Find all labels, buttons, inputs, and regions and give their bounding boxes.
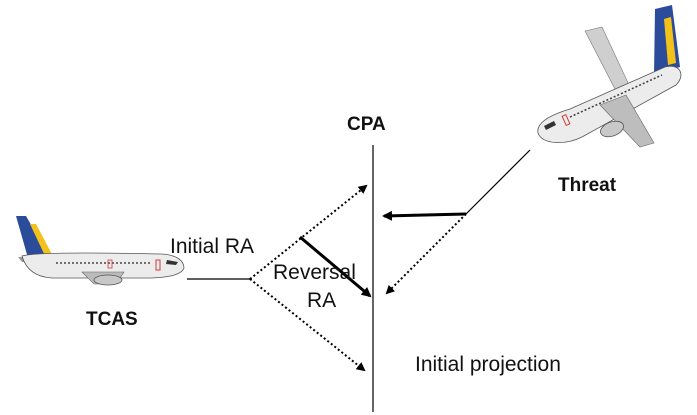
reversal-ra-label-line2: RA — [307, 289, 337, 312]
threat-initial-projection — [385, 213, 467, 295]
tcas-label: TCAS — [86, 309, 138, 330]
cpa-label: CPA — [347, 114, 386, 135]
reversal-ra-arrow — [299, 235, 372, 298]
threat-flight-path — [465, 149, 531, 215]
initial-ra-descend-path — [249, 278, 366, 372]
reversal-ra-label-line1: Reversal — [273, 261, 356, 284]
threat-level-arrow — [382, 210, 467, 221]
tcas-aircraft-icon — [16, 216, 185, 286]
threat-label: Threat — [558, 175, 617, 196]
initial-projection-label: Initial projection — [415, 353, 561, 376]
initial-ra-label: Initial RA — [170, 235, 255, 258]
threat-aircraft-icon — [537, 5, 682, 148]
